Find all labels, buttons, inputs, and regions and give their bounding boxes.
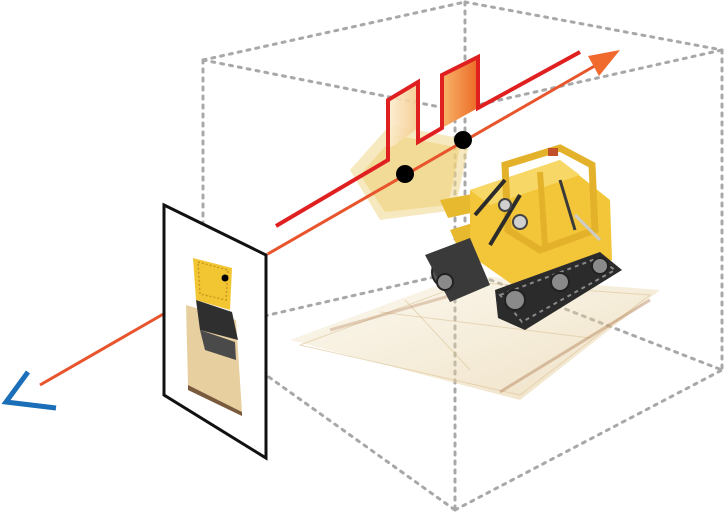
sample-points [396,131,472,183]
rendered-image [186,258,242,416]
sample-point-1 [396,165,414,183]
lego-baseplate [290,275,660,400]
pixel-point [221,274,229,282]
sample-point-2 [454,131,472,149]
density-curve [274,50,581,228]
camera-eye-icon [1,370,57,411]
beacon-light [548,148,558,156]
arrow-head-icon [588,50,620,76]
image-plane [162,202,268,461]
